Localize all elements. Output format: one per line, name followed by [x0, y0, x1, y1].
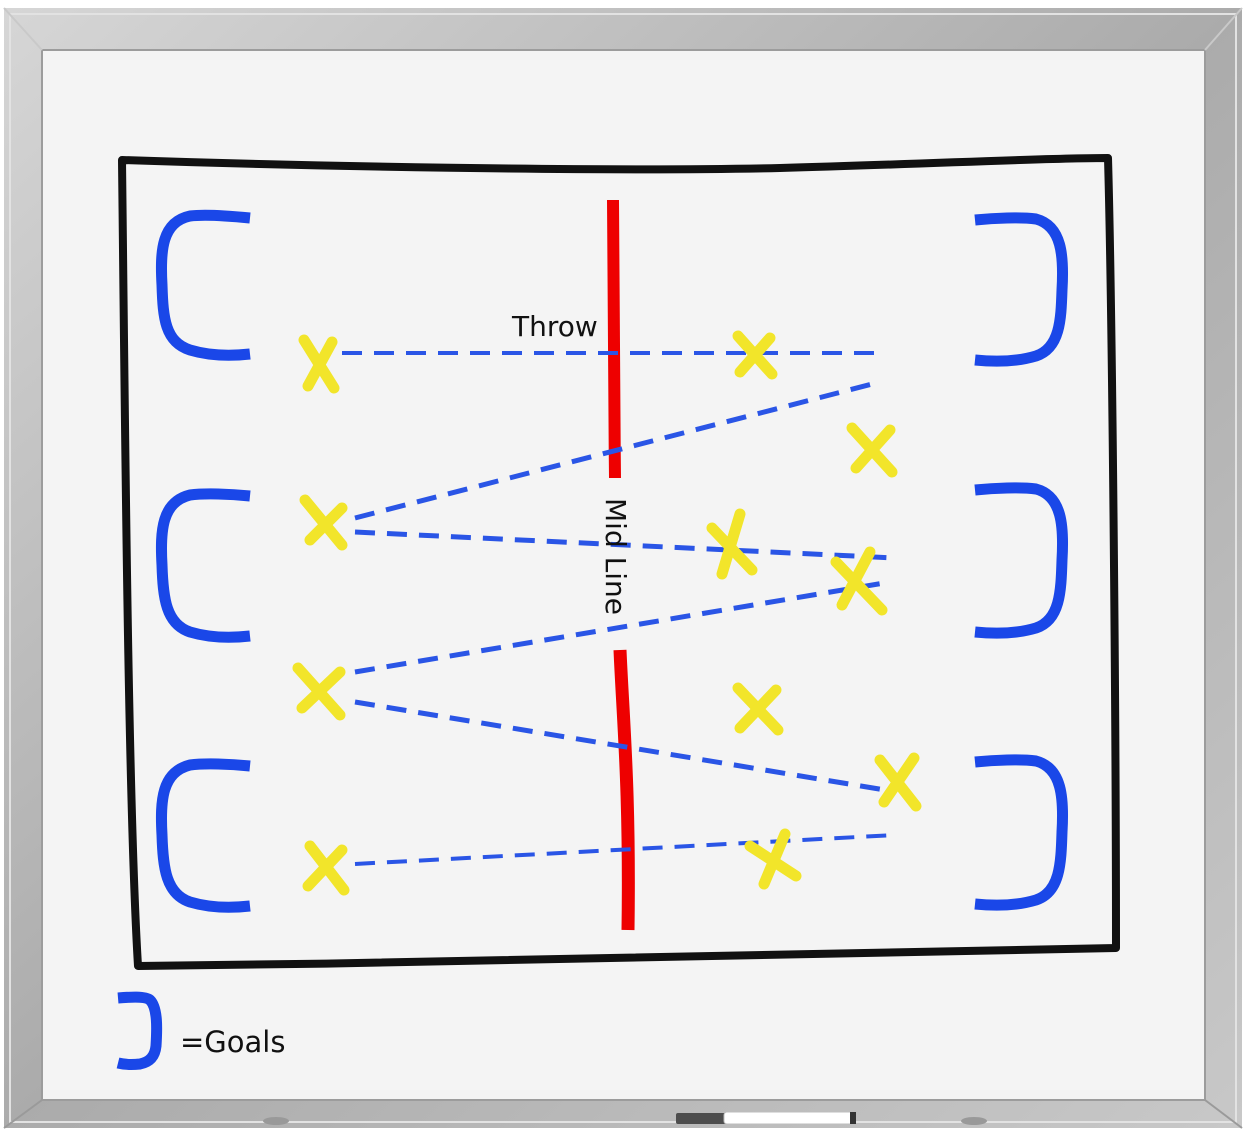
- mid-line-label: Mid Line: [599, 498, 632, 615]
- throw-label: Throw: [511, 310, 598, 343]
- tray-clip-right: [961, 1117, 987, 1125]
- legend-goals-label: =Goals: [180, 1025, 285, 1059]
- tray-clip-left: [263, 1117, 289, 1125]
- marker-icon[interactable]: [676, 1112, 856, 1124]
